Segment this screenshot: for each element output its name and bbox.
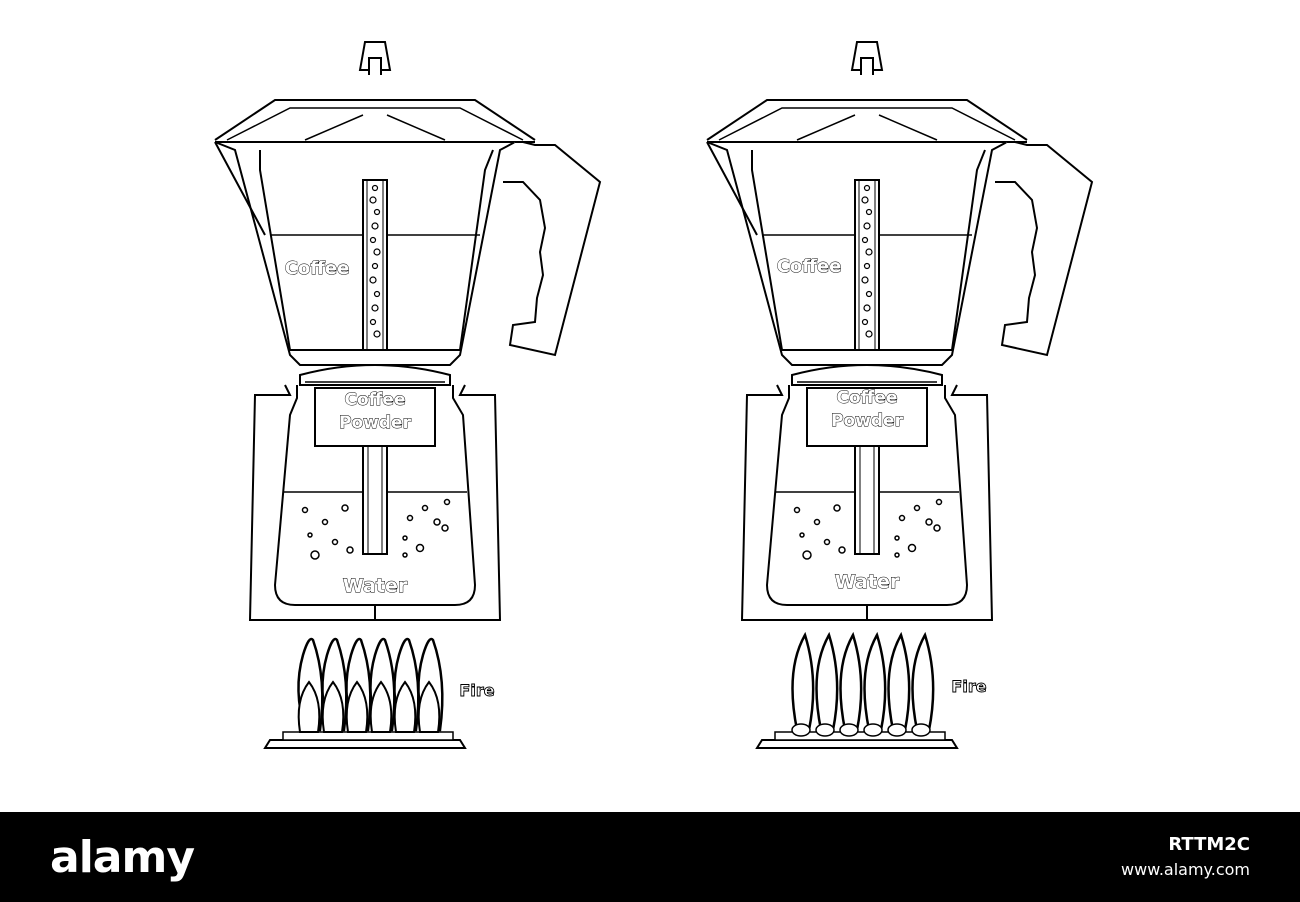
site-url: www.alamy.com — [1121, 860, 1250, 879]
coffee-label: Coffee — [777, 256, 842, 277]
fire-label: Fire — [951, 677, 986, 696]
coffee-powder-label-line2: Powder — [339, 413, 412, 433]
image-id: RTTM2C — [1168, 834, 1250, 855]
moka-pot-right: Coffee Coffee Powder Water Fire — [706, 41, 1093, 749]
coffee-powder-label-line1: Coffee — [345, 390, 406, 410]
watermark-footer: alamy RTTM2C www.alamy.com — [0, 812, 1300, 902]
coffee-label: Coffee — [285, 258, 350, 279]
water-label: Water — [835, 571, 900, 593]
moka-pot-diagrams: Coffee Coffee Powder Water Fire Coffee C… — [214, 41, 1093, 749]
fire-flames-left — [297, 637, 444, 734]
fire-label: Fire — [459, 681, 494, 700]
coffee-powder-label-line2: Powder — [831, 411, 904, 431]
alamy-logo: alamy — [50, 832, 195, 883]
fire-flames-right — [790, 633, 935, 738]
coffee-powder-label-line1: Coffee — [837, 388, 898, 408]
water-label: Water — [343, 575, 408, 597]
moka-pot-left: Coffee Coffee Powder Water Fire — [214, 41, 601, 749]
